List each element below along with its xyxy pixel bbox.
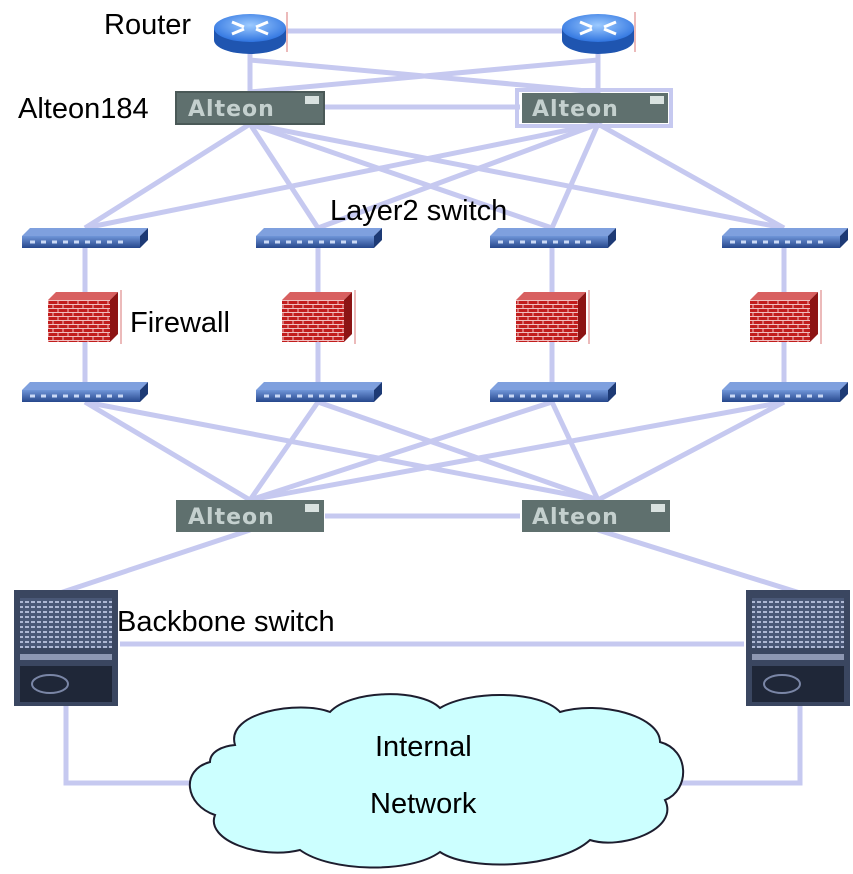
alteon-faceplate-text: Alteon [188,505,275,530]
alteon-faceplate-text: Alteon [188,97,275,122]
label-alteon: Alteon184 [18,93,149,125]
router-left [214,12,288,54]
switch-lower-4 [722,382,848,402]
backbone-switch-right [746,590,850,706]
links [59,28,803,786]
label-layer2-switch: Layer2 switch [330,195,507,227]
switch-lower-3 [490,382,616,402]
layer2-switch-2 [256,228,382,248]
alteon-top-left: Alteon [175,91,325,125]
firewall-4 [750,290,822,344]
layer2-switch-1 [22,228,148,248]
alteon-faceplate-text: Alteon [532,97,619,122]
layer2-switch-4 [722,228,848,248]
label-cloud-line1: Internal [375,731,472,763]
internal-network-cloud [189,693,685,869]
alteon-top-right: Alteon [515,88,673,128]
firewall-3 [516,290,590,344]
label-firewall: Firewall [130,307,230,339]
alteon-bottom-right: Alteon [522,500,670,532]
switch-lower-2 [256,382,382,402]
firewall-2 [282,290,356,344]
router-right [562,12,636,54]
label-backbone-switch: Backbone switch [117,606,335,638]
firewall-1 [48,290,122,344]
alteon-faceplate-text: Alteon [532,505,619,530]
backbone-switch-left [14,590,118,706]
switch-lower-1 [22,382,148,402]
label-cloud-line2: Network [370,788,477,820]
label-router: Router [104,9,191,41]
layer2-switch-3 [490,228,616,248]
alteon-bottom-left: Alteon [176,500,324,532]
